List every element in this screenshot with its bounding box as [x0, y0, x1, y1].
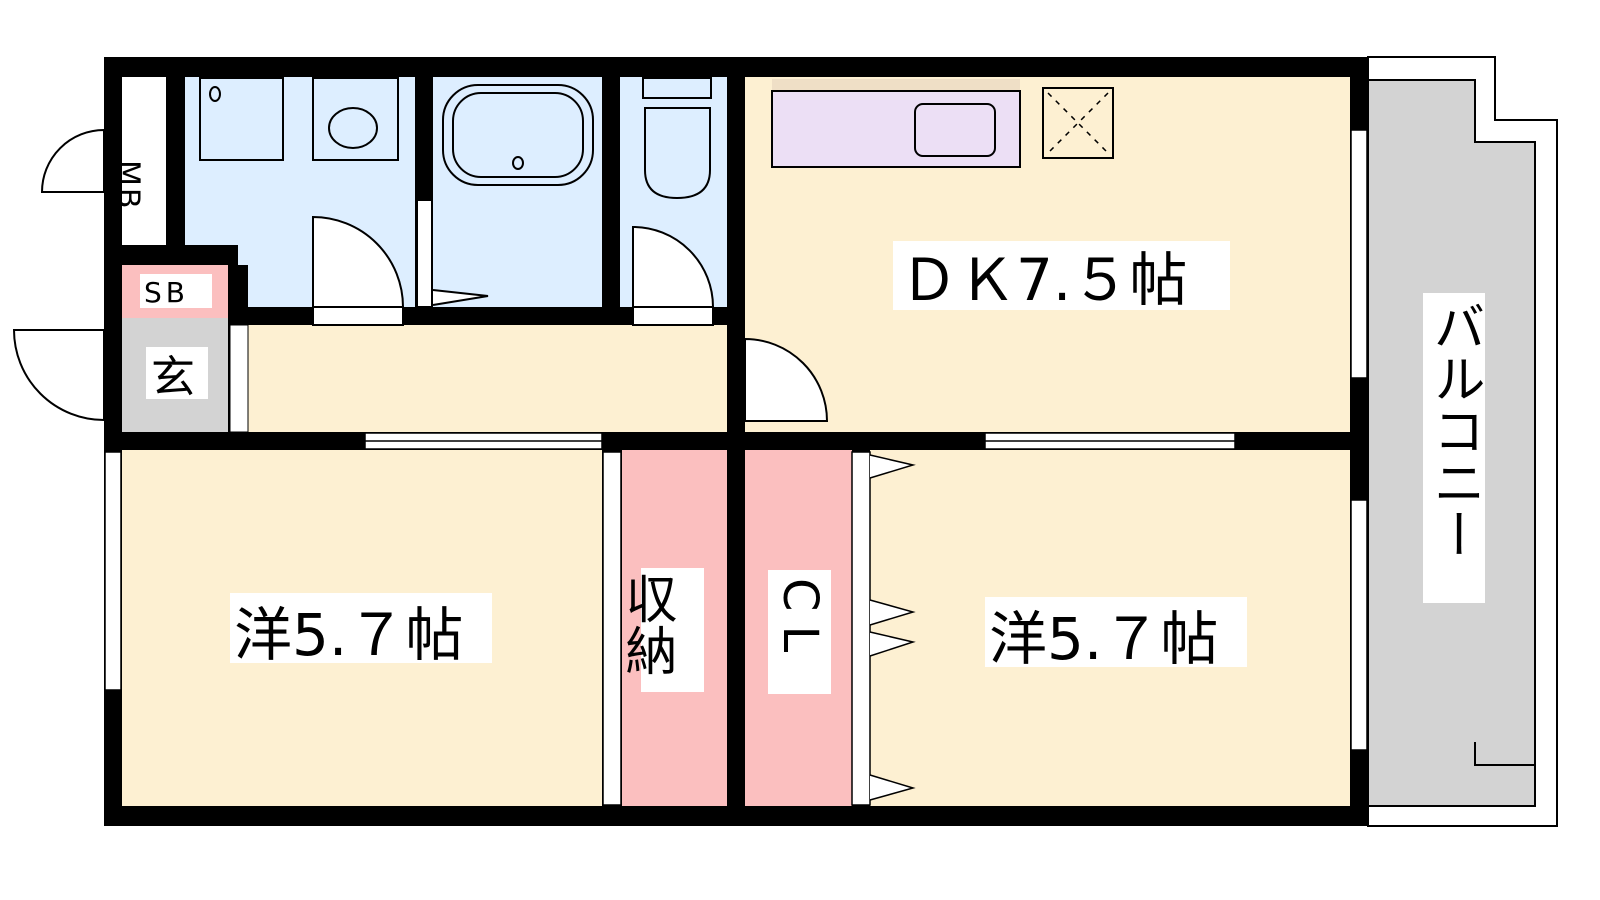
meter-box-label: MB	[111, 160, 146, 210]
western-room-left-label: 洋5.７帖	[234, 601, 463, 669]
storage-label: 収納	[616, 572, 676, 676]
hallway	[248, 325, 727, 432]
closet-label: CL	[772, 578, 828, 666]
kitchen-counter	[771, 79, 1114, 168]
meter-box	[122, 77, 166, 245]
western-room-right-label: 洋5.７帖	[989, 605, 1218, 673]
shoe-box-label: SB	[144, 276, 189, 309]
entrance-label: 玄	[151, 352, 195, 403]
bathroom	[433, 77, 602, 307]
dining-kitchen-label: ＤＫ7.５帖	[900, 246, 1187, 314]
balcony: バルコニー	[1367, 56, 1558, 827]
sink-icon	[312, 77, 399, 161]
balcony-label: バルコニー	[1424, 300, 1484, 560]
closet-doors	[869, 454, 916, 801]
toilet-icon	[642, 77, 712, 200]
windows	[104, 129, 1368, 806]
washing-machine-space	[199, 77, 284, 161]
bathtub-icon	[442, 84, 594, 186]
door-swings	[12, 128, 829, 422]
